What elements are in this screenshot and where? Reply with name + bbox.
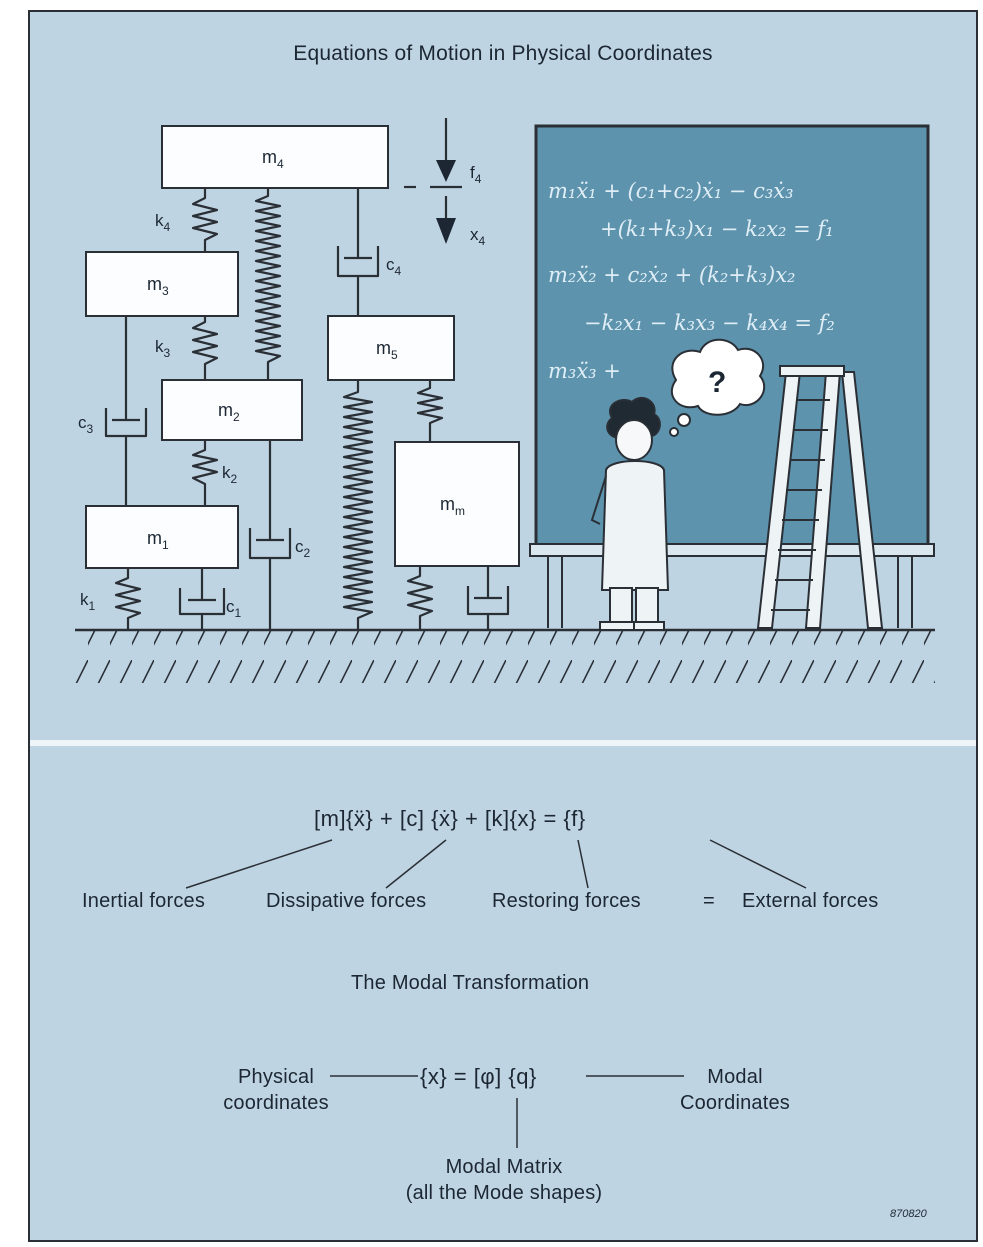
label-m1: m1 [147, 528, 169, 552]
spring-k2 [191, 440, 219, 506]
label-matrix-line2: (all the Mode shapes) [405, 1182, 603, 1204]
label-modal-coordinates: Modal Coordinates [662, 1064, 808, 1116]
spring-mm-ground [406, 566, 434, 630]
mass-spring-diagram: m4 m3 m2 m1 m5 mm k1 k2 k3 k4 c1 c2 c3 c… [75, 118, 935, 683]
chalk-line-3: m₂ẍ₂ + c₂ẋ₂ + (k₂+k₃)x₂ [548, 263, 795, 287]
spring-k1 [114, 568, 142, 630]
mass-m1 [85, 505, 239, 569]
displacement-arrow-x4 [436, 218, 456, 244]
label-m3: m3 [147, 274, 169, 298]
page-title: Equations of Motion in Physical Coordina… [293, 42, 713, 65]
equation-of-motion: [m]{ẍ} + [c] {ẋ} + [k]{x} = {f} [314, 806, 586, 831]
modal-equation: {x} = [φ] {q} [420, 1064, 537, 1089]
chalk-line-4: −k₂x₁ − k₃x₃ − k₄x₄ = f₂ [584, 311, 835, 335]
label-k1: k1 [80, 590, 96, 613]
label-f4: f4 [470, 163, 482, 186]
figure-number: 870820 [890, 1208, 927, 1220]
label-m2: m2 [218, 400, 240, 424]
label-physical-coordinates: Physical coordinates [206, 1064, 346, 1116]
label-m5: m5 [376, 338, 398, 362]
label-c3: c3 [78, 413, 94, 436]
force-arrow-f4 [436, 160, 456, 182]
ladder [756, 365, 884, 629]
label-inertial-forces: Inertial forces [82, 890, 206, 912]
label-mm: mm [440, 494, 465, 518]
damper-c2 [248, 440, 292, 630]
mass-m3 [85, 251, 239, 317]
thought-bubble [669, 338, 766, 437]
damper-mm [466, 566, 510, 630]
spring-m5-mm [416, 380, 444, 442]
spring-k4 [191, 188, 219, 252]
label-restoring-forces: Restoring forces [492, 890, 641, 912]
label-modal-matrix: Modal Matrix (all the Mode shapes) [366, 1154, 642, 1206]
damper-c1 [178, 568, 226, 630]
mass-m4 [161, 125, 389, 189]
spring-m4-m2 [254, 188, 282, 380]
damper-c4 [336, 188, 380, 316]
boy-figure [590, 396, 670, 631]
label-modal-line2: Coordinates [679, 1092, 791, 1114]
mass-m2 [161, 379, 303, 441]
label-physical-line2: coordinates [223, 1092, 329, 1114]
spring-m5-ground [342, 380, 374, 630]
chalk-line-1: m₁ẍ₁ + (c₁+c₂)ẋ₁ − c₃ẋ₃ [548, 179, 794, 203]
label-external-forces: External forces [742, 890, 879, 912]
label-c1: c1 [226, 597, 242, 620]
mass-m5 [327, 315, 455, 381]
ground [75, 628, 935, 683]
label-c2: c2 [295, 537, 311, 560]
label-k2: k2 [222, 463, 238, 486]
label-modal-line1: Modal [707, 1066, 763, 1088]
chalk-line-2: +(k₁+k₃)x₁ − k₂x₂ = f₁ [600, 217, 834, 241]
damper-c3 [104, 316, 148, 506]
label-k4: k4 [155, 211, 171, 234]
label-x4: x4 [470, 225, 486, 248]
spring-k3 [191, 316, 219, 380]
label-k3: k3 [155, 337, 171, 360]
label-dissipative-forces: Dissipative forces [266, 890, 427, 912]
label-matrix-line1: Modal Matrix [445, 1156, 563, 1178]
label-c4: c4 [386, 255, 402, 278]
chalk-line-5: m₃ẍ₃ + [548, 359, 621, 383]
thought-question-mark: ? [708, 366, 726, 399]
label-m4: m4 [262, 147, 284, 171]
label-equals: = [703, 890, 715, 912]
modal-transformation-title: The Modal Transformation [351, 972, 590, 994]
mass-mm [394, 441, 520, 567]
label-physical-line1: Physical [237, 1066, 315, 1088]
section-divider [30, 740, 976, 746]
